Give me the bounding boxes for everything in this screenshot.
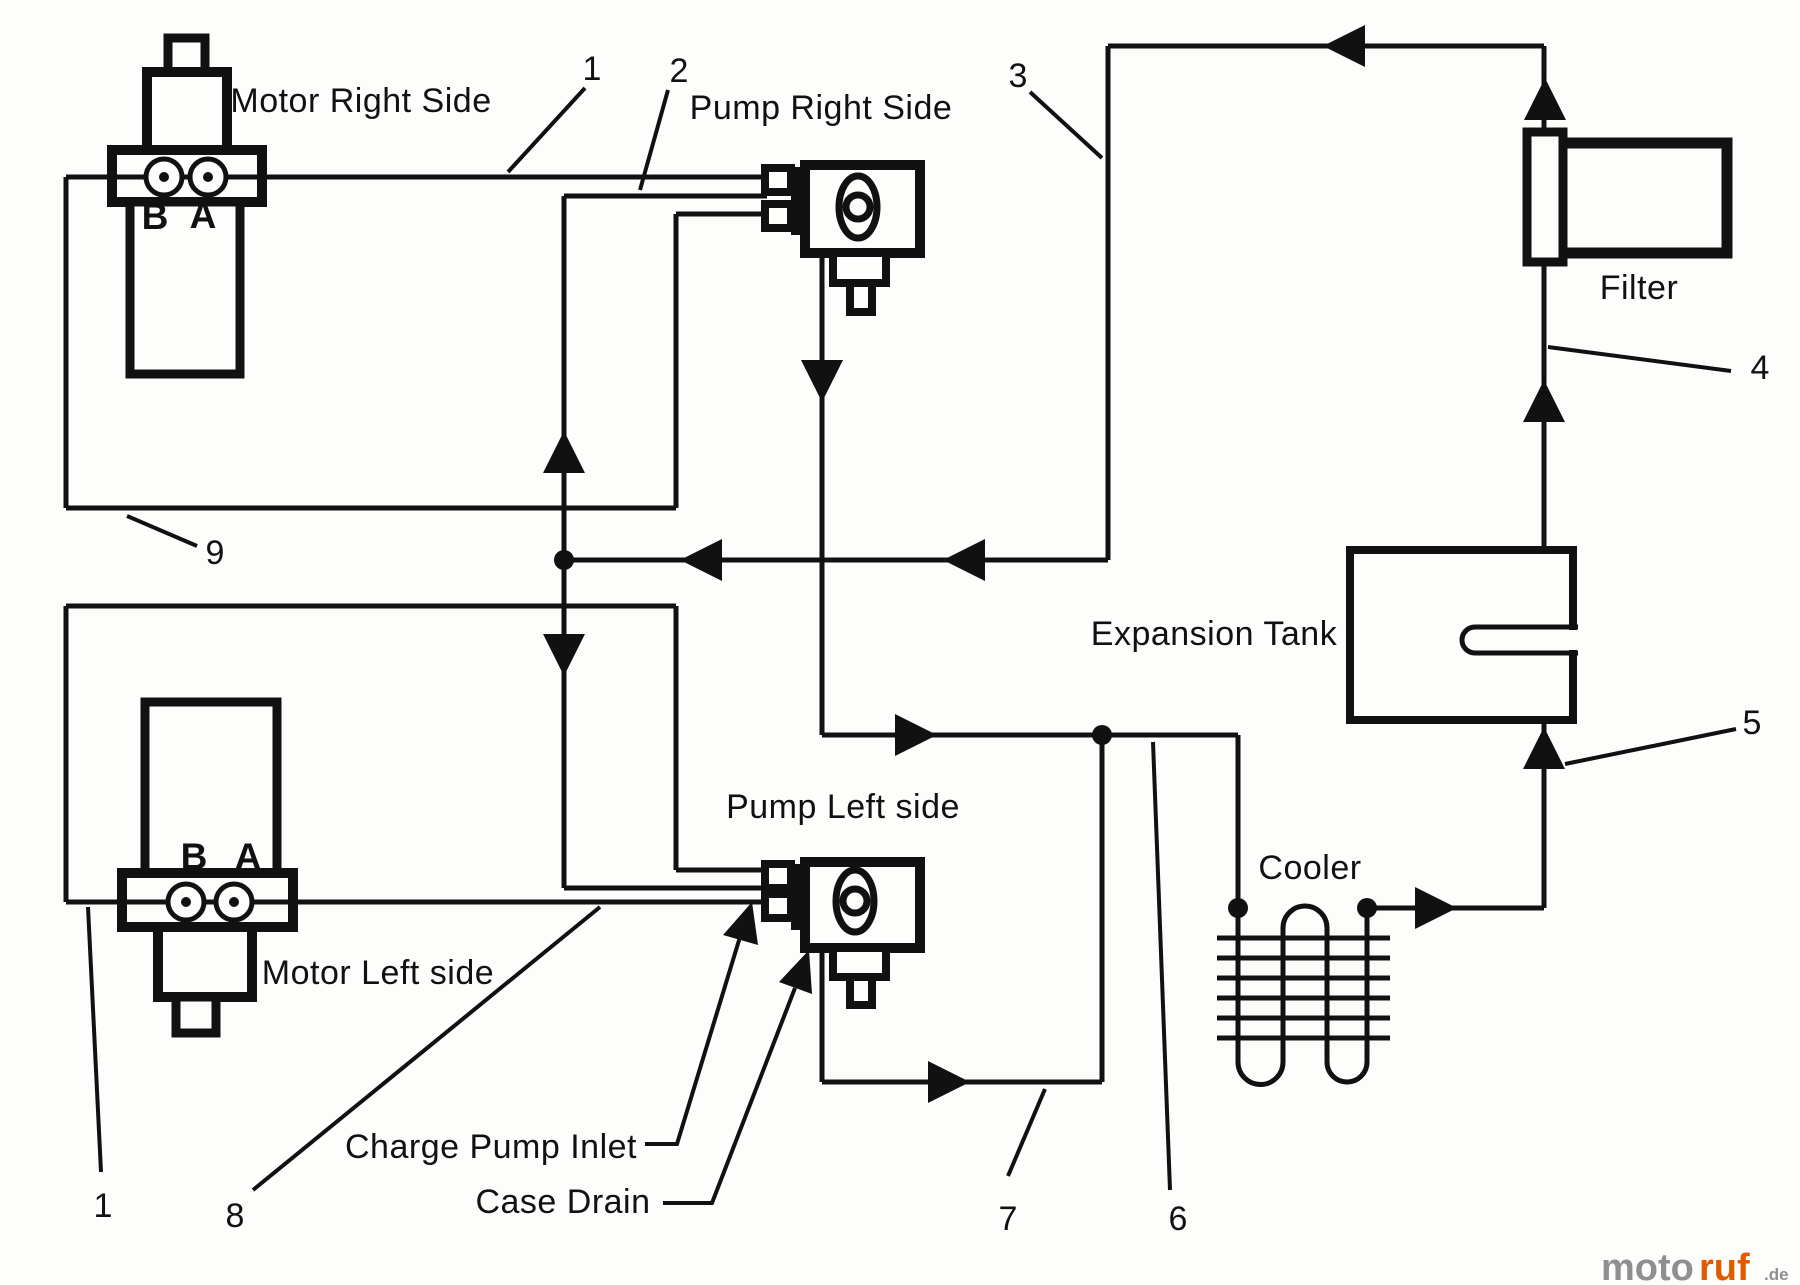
junction-dots [554,550,1377,918]
leader-3 [1028,90,1104,160]
callout-leaders [86,86,1737,1205]
motor-right-port-a-label: A [190,195,217,236]
leader-9 [126,514,198,548]
callout-7: 7 [999,1200,1018,1238]
pump-left-symbol [761,857,925,1009]
callout-5: 5 [1743,704,1762,742]
expansion-tank-label: Expansion Tank [1091,615,1338,653]
callout-1-top: 1 [583,50,602,88]
cooler-fins [1217,935,1390,1041]
leader-charge-pump-inlet-arrowhead [723,902,758,945]
junction-case-drain [1092,725,1112,745]
filter-symbol [1522,127,1733,267]
arrow-down-charge-line [543,634,585,676]
logo-de: .de [1764,1265,1789,1284]
callout-1-bottom: 1 [94,1187,113,1225]
motor-right-neck [142,67,232,157]
motor-right-port-b-dot [159,172,169,182]
motor-left-body [140,697,282,880]
arrow-down-pump-right-drain [801,360,843,402]
pump-left-drain-stub [846,973,876,1009]
pump-right-port-upper [761,164,795,196]
motor-left-port-a-dot [229,897,239,907]
callout-6: 6 [1169,1200,1188,1238]
leader-8 [251,905,602,1192]
arrow-up-into-tank [1523,727,1565,769]
leader-1-top [506,86,587,174]
pump-right-symbol [761,160,925,316]
arrow-right-case-drain [928,1061,970,1103]
pump-left-port-lower [761,890,795,922]
logo-ruf: ruf [1699,1247,1750,1285]
arrow-up-into-filter [1524,78,1566,120]
filter-canister [1553,137,1733,259]
callout-2: 2 [670,52,689,90]
arrow-up-charge-line [543,431,585,473]
leader-2 [638,89,670,191]
cooler-label: Cooler [1258,849,1361,887]
filter-cartridge [1522,127,1568,267]
motoruf-logo: moto ruf .de [1601,1247,1789,1285]
logo-moto: moto [1601,1247,1694,1285]
junction-charge-split [554,550,574,570]
leader-5 [1564,727,1737,766]
pump-right-drain-stub [846,279,876,316]
leader-case-drain [663,987,797,1205]
callout-4: 4 [1751,349,1770,387]
motor-left-bottom-cap [171,992,221,1038]
leader-4 [1547,345,1732,373]
pump-left-rotor-hub [839,885,871,917]
arrow-left-charge-supply-1 [680,539,722,581]
expansion-tank-symbol [1346,546,1580,724]
expansion-tank-wall-gap [1564,630,1580,650]
text-labels: Motor Right Side Pump Right Side Filter … [94,50,1770,1238]
callout-8: 8 [226,1197,245,1235]
motor-right-port-b-label: B [142,196,169,237]
motor-left-neck [153,922,257,1002]
leader-case-drain-arrowhead [779,950,812,994]
callout-9: 9 [206,534,225,572]
cooler-coil [1235,903,1370,1087]
motor-left-port-a-label: A [235,836,262,877]
pump-left-port-upper [761,860,795,892]
motor-left-port-b-dot [181,897,191,907]
cooler-symbol [1217,903,1390,1087]
leader-7 [1006,1088,1047,1177]
leader-6 [1151,741,1172,1191]
pump-right-label: Pump Right Side [690,89,953,127]
motor-left-label: Motor Left side [262,954,494,992]
case-drain-label: Case Drain [475,1183,650,1221]
flow-arrows [543,25,1566,1103]
callout-3: 3 [1009,57,1028,95]
motor-left-symbol [117,697,298,1038]
motor-right-body [125,197,245,379]
motor-right-label: Motor Right Side [230,82,491,120]
arrow-right-cooler-outlet [1415,887,1457,929]
arrow-left-top-line [1323,25,1365,67]
leader-charge-pump-inlet [645,936,742,1146]
pump-right-port-lower [761,200,795,232]
arrow-up-tank-to-filter [1523,380,1565,422]
arrow-left-charge-supply-2 [943,539,985,581]
expansion-tank-dip-tube [1459,624,1578,656]
motor-right-port-a-dot [203,172,213,182]
pump-left-drain-neck [829,944,890,981]
pump-right-rotor-hub [842,191,874,223]
pump-right-drain-neck [829,249,890,287]
arrow-right-drain-line [895,714,937,756]
motor-right-symbol [107,33,267,379]
pump-left-label: Pump Left side [726,788,960,826]
motor-left-port-b-label: B [181,836,208,877]
filter-label: Filter [1600,269,1679,307]
leader-1-bottom [86,906,103,1173]
charge-pump-inlet-label: Charge Pump Inlet [345,1128,637,1166]
